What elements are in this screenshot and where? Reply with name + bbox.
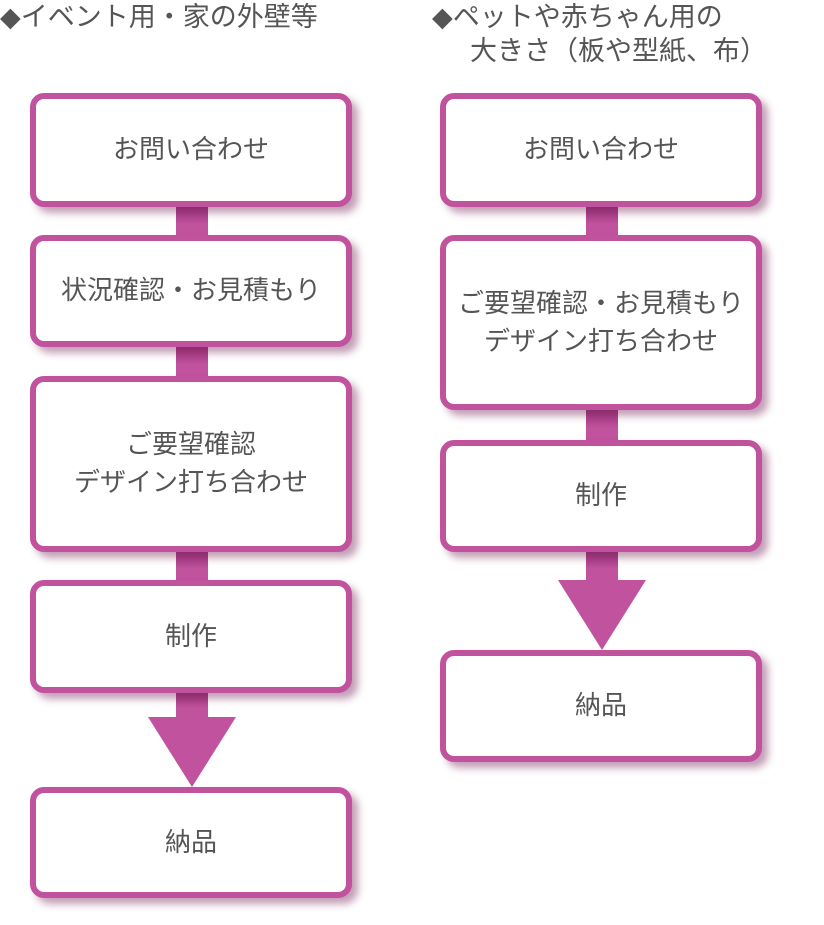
step-label: お問い合わせ (112, 135, 269, 165)
arrow-stem (176, 691, 208, 719)
left-flow-title: ◆イベント用・家の外壁等 (0, 2, 318, 33)
right-flow-title-line2: 大きさ（板や型紙、布） (470, 36, 767, 67)
left-step-delivery: 納品 (30, 787, 352, 898)
step-label: お問い合わせ (522, 135, 679, 165)
left-step-production: 制作 (30, 580, 352, 693)
step-label: デザイン打ち合わせ (73, 468, 308, 498)
step-label: 制作 (164, 621, 217, 652)
right-flow-title-line1: ◆ペットや赤ちゃん用の (432, 2, 723, 33)
down-arrow-icon (148, 717, 236, 787)
right-step-inquiry: お問い合わせ (440, 93, 762, 207)
step-label: 納品 (574, 691, 627, 721)
connector (586, 408, 618, 442)
down-arrow-icon (558, 580, 646, 650)
step-label: ご要望確認・お見積もり (457, 288, 744, 319)
arrow-stem (586, 550, 618, 582)
step-label: 制作 (574, 481, 627, 511)
left-step-inquiry: お問い合わせ (30, 93, 352, 207)
right-step-production: 制作 (440, 440, 762, 552)
step-label: デザイン打ち合わせ (483, 326, 718, 357)
connector (176, 205, 208, 237)
step-label: 納品 (164, 827, 217, 858)
step-label: ご要望確認 (125, 430, 256, 460)
step-label: 状況確認・お見積もり (60, 276, 321, 306)
connector (176, 345, 208, 378)
right-step-delivery: 納品 (440, 650, 762, 762)
right-step-estimate-design: ご要望確認・お見積もり デザイン打ち合わせ (440, 235, 762, 410)
connector (176, 550, 208, 582)
left-step-design: ご要望確認 デザイン打ち合わせ (30, 376, 352, 552)
left-step-estimate: 状況確認・お見積もり (30, 235, 352, 347)
connector (586, 205, 618, 237)
